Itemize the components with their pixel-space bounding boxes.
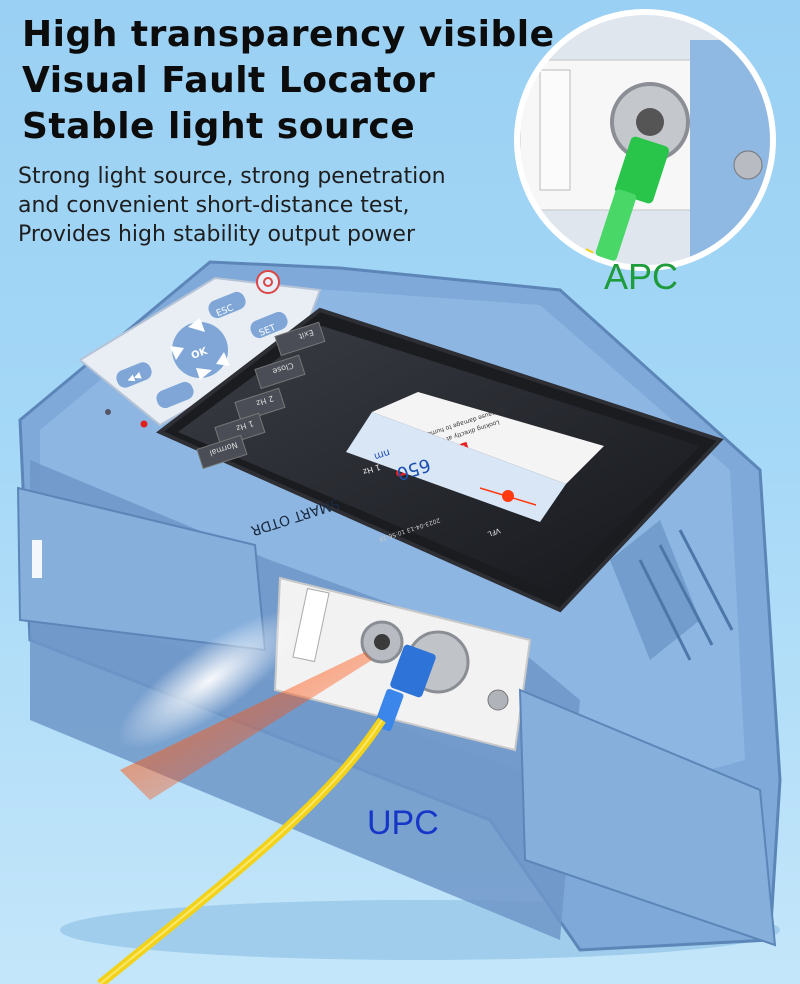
description-line-2: and convenient short-distance test,: [18, 193, 410, 218]
power-button[interactable]: [256, 270, 280, 294]
set-key[interactable]: [248, 310, 290, 341]
upc-label: UPC: [367, 804, 439, 842]
menu-1hz-button[interactable]: [214, 412, 266, 448]
headline: High transparency visible Visual Fault L…: [22, 12, 555, 150]
white-light-beam: [117, 611, 303, 749]
down-arrow-icon[interactable]: [196, 368, 212, 380]
indicator-led-off: [105, 409, 111, 415]
apc-label: APC: [604, 256, 679, 297]
otdr-device: ESC SET OK ◀◀ Exit: [16, 260, 782, 952]
right-arrow-icon[interactable]: [216, 352, 230, 366]
red-laser-beam: [120, 652, 372, 800]
laser-line-icon: [479, 487, 537, 506]
menu-close-button[interactable]: [254, 354, 306, 390]
left-arrow-icon[interactable]: [170, 346, 184, 360]
headline-line-3: Stable light source: [22, 106, 416, 147]
right-dust-cover: [518, 688, 777, 947]
description: Strong light source, strong penetration …: [18, 162, 446, 249]
dpad[interactable]: [172, 322, 228, 378]
fiber-cable-highlight: [99, 719, 383, 984]
upc-connector: [390, 644, 436, 698]
prev-key[interactable]: [114, 360, 154, 390]
indicator-led-red: [140, 420, 148, 428]
vfl-port-core: [374, 634, 390, 650]
second-port: [487, 689, 509, 711]
menu-exit-label: Exit: [298, 328, 315, 341]
warning-panel: [372, 392, 604, 484]
power-icon: [263, 277, 273, 287]
light-effects: [117, 611, 372, 800]
skip-back-icon: ◀◀: [125, 370, 142, 384]
headline-line-1: High transparency visible: [22, 14, 555, 55]
headline-line-2: Visual Fault Locator: [22, 60, 436, 101]
function-key[interactable]: [154, 380, 196, 411]
menu-normal-button[interactable]: [196, 434, 248, 470]
menu-exit-button[interactable]: [274, 321, 326, 357]
esc-key[interactable]: [206, 290, 248, 321]
description-line-3: Provides high stability output power: [18, 222, 416, 247]
up-arrow-icon[interactable]: [188, 318, 205, 332]
description-line-1: Strong light source, strong penetration: [18, 164, 446, 189]
mode-tag: VFL: [487, 526, 502, 538]
device-screen: Exit Close 2 Hz 1 Hz Normal DANGER Looki…: [156, 307, 724, 613]
apc-inset: [514, 9, 776, 271]
menu-2hz-button[interactable]: [234, 387, 286, 423]
cover-latch: [32, 540, 42, 578]
grip-ribs: [610, 520, 734, 661]
wavelength-unit: nm: [373, 446, 392, 461]
